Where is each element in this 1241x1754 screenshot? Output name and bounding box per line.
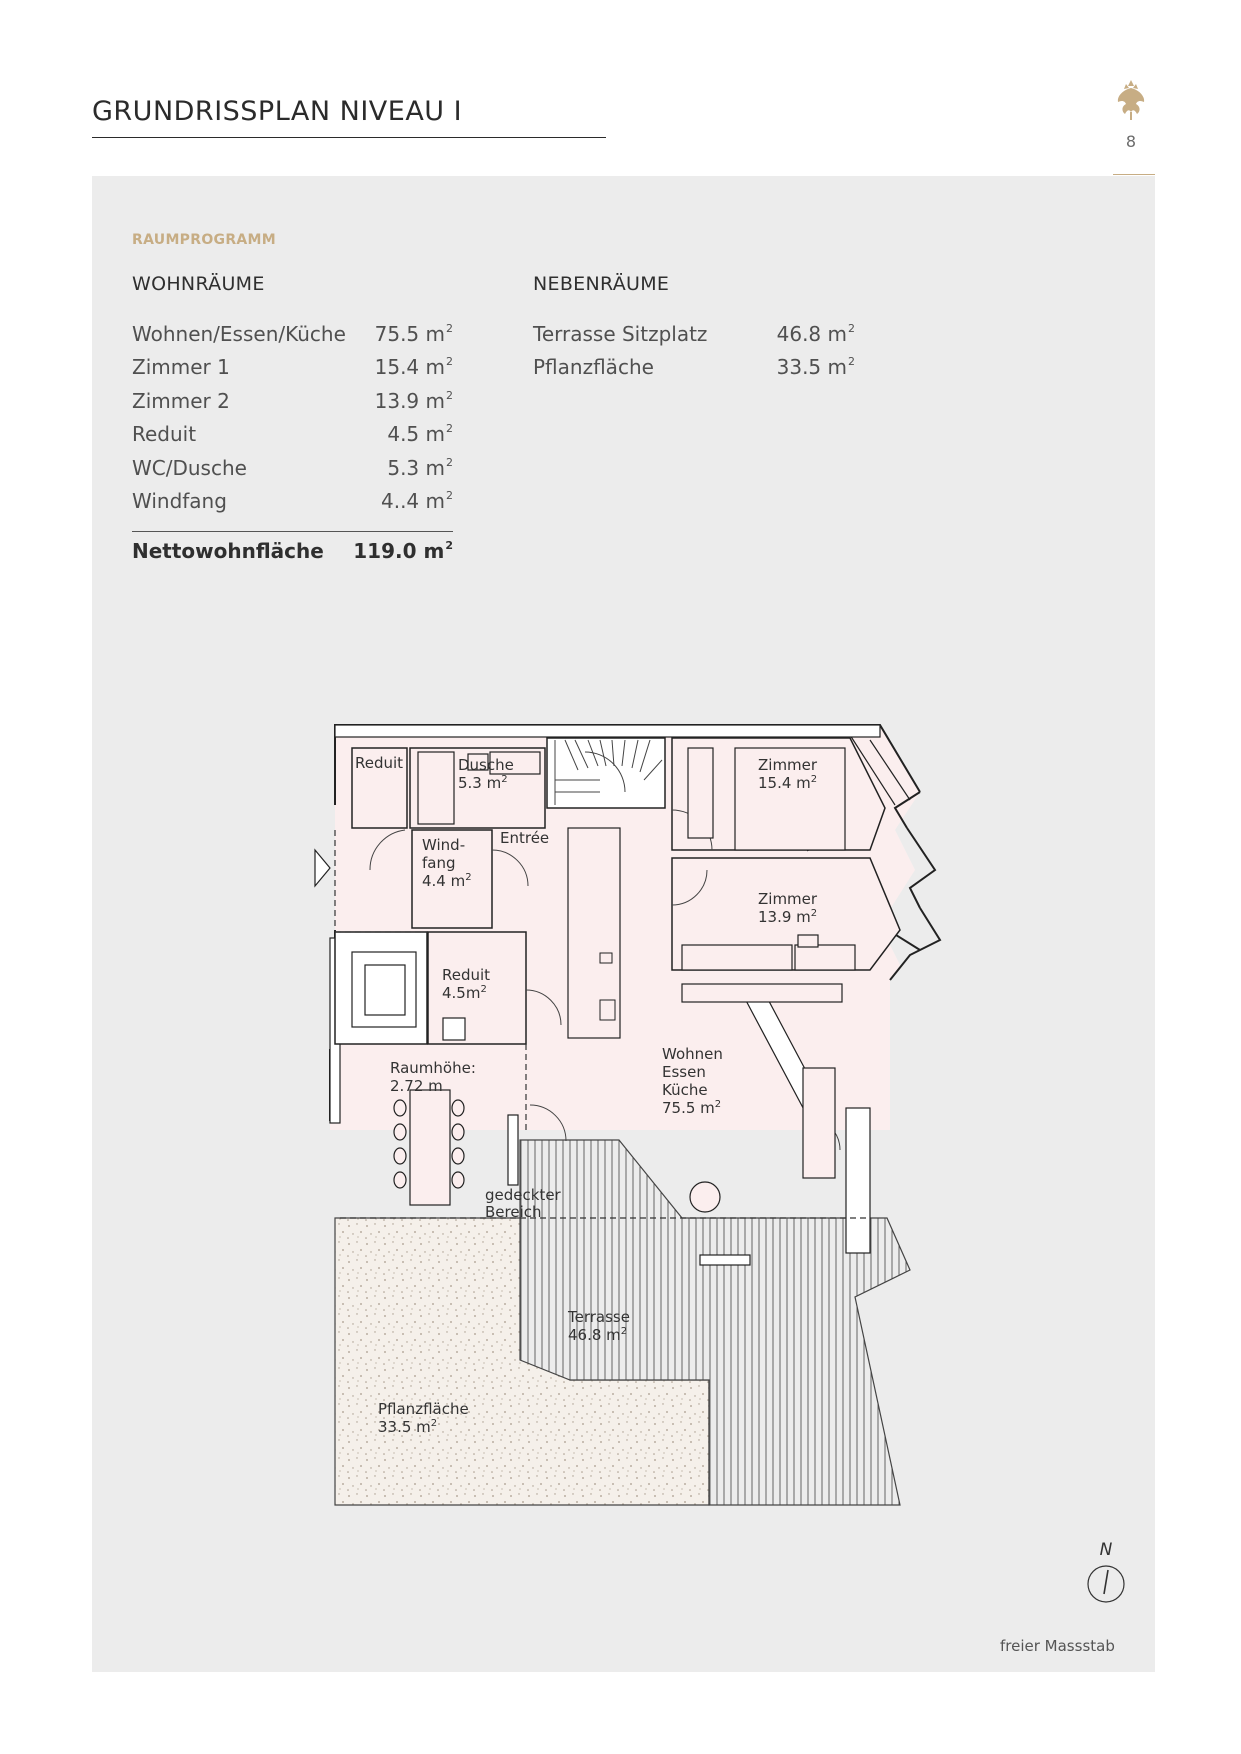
reduit2-label: Reduit — [442, 966, 490, 984]
page-number-rule — [1113, 174, 1155, 175]
total-row: Nettowohnfläche 119.0 m2 — [132, 539, 453, 565]
room-name: Pflanzfläche — [533, 355, 654, 379]
zimmer2-label: Zimmer — [758, 890, 818, 908]
terrace-area-label: 46.8 m2 — [568, 1326, 627, 1344]
room-row: Zimmer 2 13.9 m2 — [132, 389, 453, 415]
room-area: 33.5 m2 — [776, 355, 855, 379]
total-area: 119.0 m2 — [353, 539, 453, 563]
room-name: Zimmer 1 — [132, 355, 230, 379]
zimmer1-area-label: 15.4 m2 — [758, 774, 817, 792]
cooktop-icon — [599, 999, 616, 1021]
zimmer1-label: Zimmer — [758, 756, 818, 774]
wohnen-label-3: Küche — [662, 1081, 708, 1099]
nebenraeume-heading: NEBENRÄUME — [533, 273, 670, 295]
room-name: WC/Dusche — [132, 456, 247, 480]
room-area: 46.8 m2 — [776, 322, 855, 346]
dusche-area-label: 5.3 m2 — [458, 774, 508, 792]
room-area: 13.9 m2 — [374, 389, 453, 413]
total-name: Nettowohnfläche — [132, 539, 324, 563]
room-row: Windfang 4..4 m2 — [132, 489, 453, 515]
furniture — [351, 747, 856, 1266]
room-row: WC/Dusche 5.3 m2 — [132, 456, 453, 482]
covered-label-2: Bereich — [485, 1203, 542, 1221]
terrace-area — [519, 1139, 911, 1506]
room-row: Reduit 4.5 m2 — [132, 422, 453, 448]
room-area: 4.5 m2 — [387, 422, 453, 446]
windfang-label-2: fang — [422, 854, 456, 872]
raumhoehe-label-1: Raumhöhe: — [390, 1059, 476, 1077]
room-name: Windfang — [132, 489, 227, 513]
north-arrow: N — [1084, 1540, 1128, 1606]
leaf-logo-icon — [1117, 80, 1145, 120]
reduit-top-label: Reduit — [355, 754, 403, 772]
windfang-label-1: Wind- — [422, 836, 465, 854]
wohnen-area-label: 75.5 m2 — [662, 1099, 721, 1117]
reduit2-area-label: 4.5m2 — [442, 984, 487, 1002]
wohnen-label-2: Essen — [662, 1063, 706, 1081]
sink-icon — [599, 952, 613, 964]
pflanz-area-label: 33.5 m2 — [378, 1418, 437, 1436]
entree-label: Entrée — [500, 829, 549, 847]
room-row: Terrasse Sitzplatz 46.8 m2 — [533, 322, 855, 348]
room-row: Wohnen/Essen/Küche 75.5 m2 — [132, 322, 453, 348]
wohnraeume-heading: WOHNRÄUME — [132, 273, 265, 295]
pflanz-label: Pflanzfläche — [378, 1400, 469, 1418]
stair-treads — [554, 739, 663, 805]
section-label: RAUMPROGRAMM — [132, 232, 276, 248]
raumhoehe-label-2: 2.72 m — [390, 1077, 443, 1095]
room-area: 4..4 m2 — [380, 489, 453, 513]
room-name: Zimmer 2 — [132, 389, 230, 413]
dashed-lines — [334, 830, 870, 1219]
compass-icon — [1087, 1565, 1125, 1603]
room-area: 75.5 m2 — [374, 322, 453, 346]
total-divider — [132, 531, 453, 532]
entrance-arrow-icon — [314, 848, 331, 888]
title-underline — [92, 137, 606, 138]
room-name: Wohnen/Essen/Küche — [132, 322, 346, 346]
terrace-label: Terrasse — [567, 1308, 630, 1326]
room-area: 15.4 m2 — [374, 355, 453, 379]
dusche-label: Dusche — [458, 756, 514, 774]
wohnen-label-1: Wohnen — [662, 1045, 723, 1063]
covered-label-1: gedeckter — [485, 1186, 562, 1204]
page-title: GRUNDRISSPLAN NIVEAU I — [92, 96, 463, 127]
floor-plan: Pflanzfläche 33.5 m2 Terrasse 46.8 m2 ge… — [314, 724, 942, 1506]
room-row: Zimmer 1 15.4 m2 — [132, 355, 453, 381]
room-area: 5.3 m2 — [387, 456, 453, 480]
scale-note: freier Massstab — [1000, 1637, 1115, 1655]
windfang-area-label: 4.4 m2 — [422, 872, 472, 890]
room-name: Terrasse Sitzplatz — [533, 322, 708, 346]
zimmer2-area-label: 13.9 m2 — [758, 908, 817, 926]
room-row: Pflanzfläche 33.5 m2 — [533, 355, 855, 381]
room-name: Reduit — [132, 422, 197, 446]
north-label: N — [1099, 1540, 1113, 1560]
page-number: 8 — [1125, 132, 1137, 151]
